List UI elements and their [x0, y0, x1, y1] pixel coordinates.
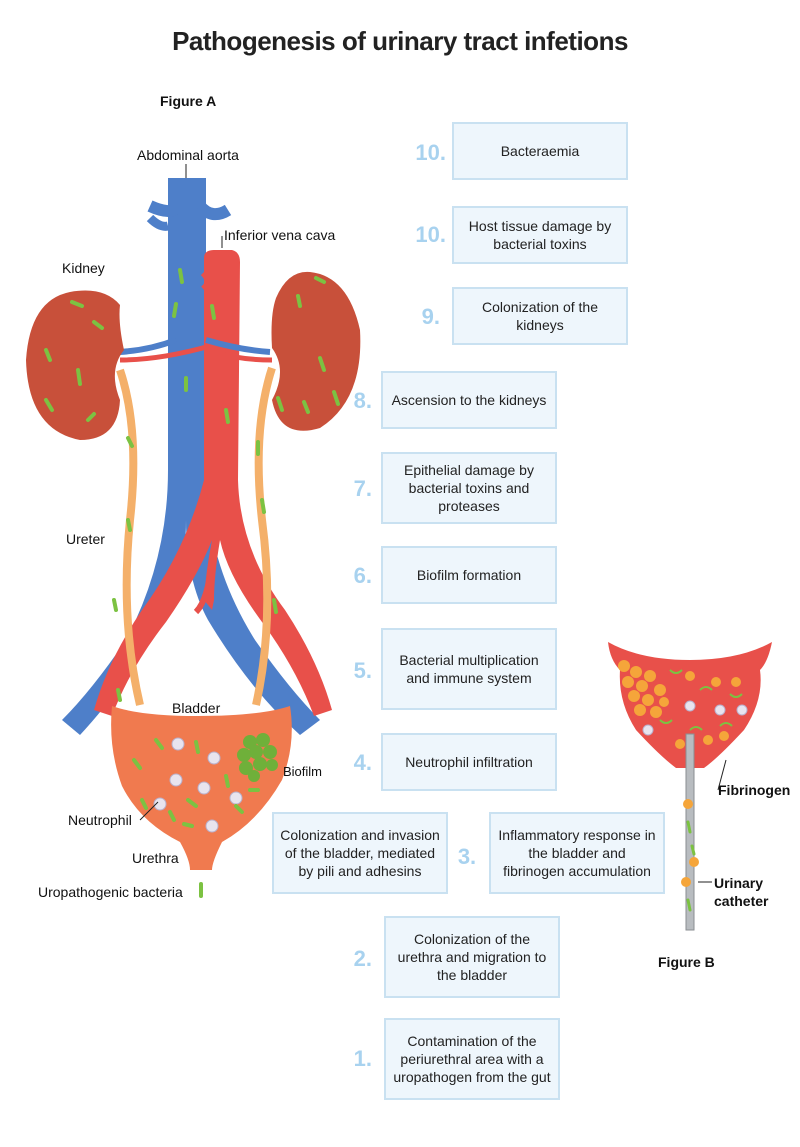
step-box-kidney-colonization: Colonization of the kidneys [452, 287, 628, 345]
step-box-epithelial-damage: Epithelial damage by bacterial toxins an… [381, 452, 557, 524]
right-ureter [252, 366, 276, 706]
step-number: 2. [353, 946, 372, 971]
figure-b-caption: Figure B [658, 954, 715, 970]
step-number: 10. [415, 140, 446, 165]
step-box-inflammatory: Inflammatory response in the bladder and… [489, 812, 665, 894]
catheter-label: Urinary catheter [714, 875, 769, 909]
bacteria-label: Uropathogenic bacteria [38, 884, 183, 900]
catheter-bacteria [681, 799, 699, 887]
biofilm-cluster [237, 733, 278, 782]
neutrophil-leader [139, 801, 159, 821]
neutrophil-label: Neutrophil [68, 812, 132, 828]
step-number: 5. [353, 658, 372, 683]
neutrophils-b [642, 700, 748, 736]
step-box-tissue-damage: Host tissue damage by bacterial toxins [452, 206, 628, 264]
step-number: 7. [353, 476, 372, 501]
bacteria-cluster-b [618, 660, 741, 749]
step-box-ascension: Ascension to the kidneys [381, 371, 557, 429]
step-box-urethra: Colonization of the urethra and migratio… [384, 916, 560, 998]
urethra-label: Urethra [132, 850, 179, 866]
page-title: Pathogenesis of urinary tract infetions [172, 26, 628, 56]
step-number: 1. [353, 1046, 372, 1071]
aorta-label: Abdominal aorta [137, 147, 239, 163]
ureter-label: Ureter [66, 531, 105, 547]
step-box-bladder-invasion: Colonization and invasion of the bladder… [272, 812, 448, 894]
kidney-label: Kidney [62, 260, 105, 276]
step-box-multiplication: Bacterial multiplication and immune syst… [381, 628, 557, 710]
bacteria-rods [44, 268, 340, 898]
step-box-bacteraemia: Bacteraemia [452, 122, 628, 180]
catheter-rods [686, 820, 696, 912]
step-number: 9. [421, 304, 440, 329]
step-number: 6. [353, 563, 372, 588]
neutrophils [153, 737, 243, 833]
step-box-neutrophil: Neutrophil infiltration [381, 733, 557, 791]
fibrinogen-leader [717, 759, 727, 791]
fibrinogen-strands [659, 669, 743, 731]
step-number: 10. [415, 222, 446, 247]
step-box-biofilm: Biofilm formation [381, 546, 557, 604]
vena-cava-label: Inferior vena cava [224, 227, 336, 243]
step-box-contamination: Contamination of the periurethral area w… [384, 1018, 560, 1100]
figure-a-caption: Figure A [160, 93, 217, 109]
fibrinogen-label: Fibrinogen [718, 782, 791, 798]
right-kidney [271, 271, 361, 431]
vein-vessel [62, 178, 320, 735]
step-number: 8. [353, 388, 372, 413]
step-number: 3. [457, 844, 477, 869]
step-number: 4. [353, 750, 372, 775]
biofilm-label: Biofilm [283, 764, 323, 779]
bladder-label: Bladder [172, 700, 221, 716]
